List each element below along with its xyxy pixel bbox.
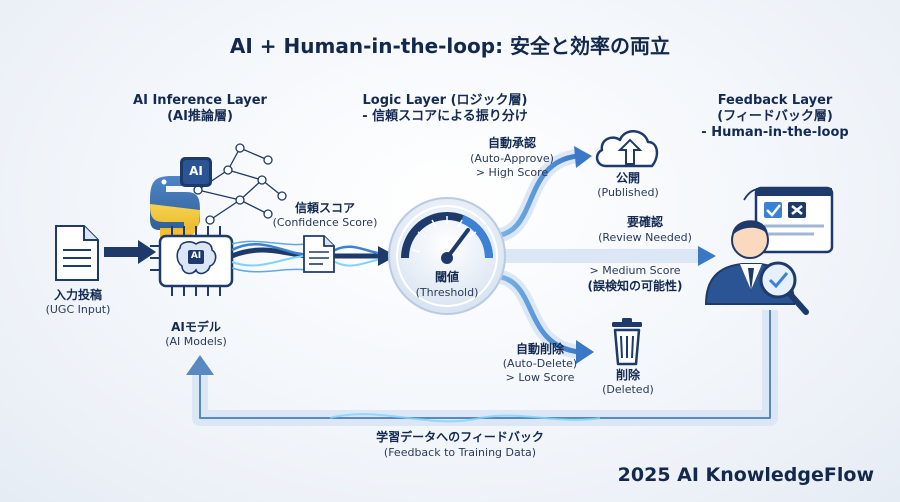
ai-models-sublabel: (AI Models) — [165, 335, 227, 348]
feedback-layer-subtitle: (フィードバック層) — [717, 109, 833, 124]
confidence-score-document-icon — [303, 235, 335, 273]
inference-layer-title: AI Inference Layer — [133, 93, 267, 108]
page-title: AI + Human-in-the-loop: 安全と効率の両立 — [229, 34, 671, 58]
approve-sublabel: (Auto-Approve) — [470, 152, 554, 165]
ai-badge-label: AI — [189, 164, 203, 178]
delete-label: 自動削除 — [515, 342, 564, 356]
watermark: 2025 AI KnowledgeFlow — [617, 464, 874, 487]
feedback-loop-arrow — [186, 310, 778, 426]
deleted-label: 削除 — [615, 368, 640, 382]
approve-label: 自動承認 — [487, 136, 536, 150]
logic-layer-title: Logic Layer (ロジック層) — [362, 93, 528, 108]
neural-network-icon — [193, 143, 287, 225]
approve-score: > High Score — [475, 166, 549, 179]
deleted-sublabel: (Deleted) — [602, 383, 654, 396]
magnifier-check-icon — [759, 261, 809, 315]
published-label: 公開 — [615, 171, 640, 185]
review-label: 要確認 — [626, 215, 663, 229]
input-arrow — [104, 240, 156, 264]
delete-sublabel: (Auto-Delete) — [502, 357, 578, 370]
threshold-gauge-icon — [388, 197, 506, 315]
confidence-sublabel: (Confidence Score) — [272, 216, 378, 229]
review-sublabel: (Review Needed) — [598, 231, 692, 244]
python-logo-icon — [150, 176, 200, 238]
approve-branch-arrow — [491, 146, 592, 243]
published-sublabel: (Published) — [597, 186, 659, 199]
review-branch-arrow — [500, 246, 716, 266]
ai-badge-icon — [180, 157, 212, 187]
ai-chip-label: AI — [190, 251, 202, 261]
review-note: (誤検知の可能性) — [587, 279, 683, 293]
trash-can-icon — [612, 318, 642, 366]
feedback-layer-title: Feedback Layer — [717, 93, 833, 108]
input-document-icon — [55, 225, 99, 281]
input-sublabel: (UGC Input) — [45, 303, 111, 316]
threshold-sublabel: (Threshold) — [415, 286, 479, 299]
review-panel-icon — [743, 186, 834, 254]
ai-chip-icon — [150, 226, 234, 296]
feedback-layer-subtitle-2: - Human-in-the-loop — [701, 125, 849, 140]
ai-models-label: AIモデル — [171, 320, 221, 334]
delete-score: > Low Score — [505, 371, 575, 384]
delete-branch-arrow — [491, 269, 594, 364]
review-score: > Medium Score — [589, 264, 681, 277]
feedback-loop-label: 学習データへのフィードバック — [376, 430, 544, 444]
input-label: 入力投稿 — [53, 288, 102, 302]
threshold-label: 閾値 — [434, 270, 459, 284]
inference-layer-subtitle: (AI推論層) — [167, 109, 233, 124]
confidence-label: 信頼スコア — [294, 201, 355, 215]
logic-layer-subtitle: - 信頼スコアによる振り分け — [362, 109, 528, 124]
feedback-loop-sublabel: (Feedback to Training Data) — [383, 446, 537, 459]
cloud-upload-icon — [595, 130, 659, 168]
